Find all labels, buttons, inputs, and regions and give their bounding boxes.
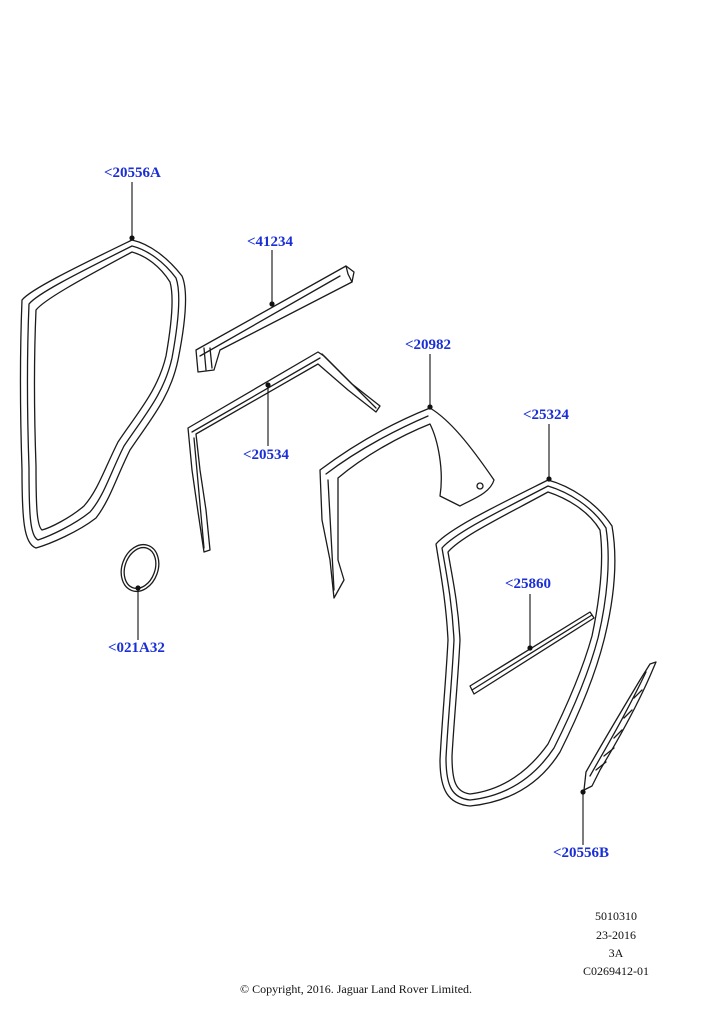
leader-lines: [129, 182, 586, 845]
callout-20556A[interactable]: <20556A: [104, 165, 161, 181]
part-021A32-grommet[interactable]: [115, 539, 165, 596]
drawing-number: 5010310: [595, 909, 637, 923]
part-20556A-seal[interactable]: [19, 239, 187, 549]
part-25860-belt[interactable]: [469, 611, 595, 695]
drawing-revision: 3A: [608, 946, 624, 960]
callout-25860[interactable]: <25860: [505, 576, 552, 592]
callout-20982[interactable]: <20982: [405, 337, 452, 353]
callout-25324[interactable]: <25324: [523, 407, 570, 423]
part-41234-trim[interactable]: [195, 265, 355, 373]
callout-20534[interactable]: <20534: [243, 447, 290, 463]
callout-20556B[interactable]: <20556B: [553, 845, 610, 861]
callout-021A32[interactable]: <021A32: [108, 640, 165, 656]
drawing-code: C0269412-01: [583, 964, 649, 978]
part-20534-glass-run[interactable]: [187, 351, 381, 553]
callout-41234[interactable]: <41234: [247, 234, 294, 250]
copyright-notice: © Copyright, 2016. Jaguar Land Rover Lim…: [239, 982, 473, 996]
part-20556B-pillar[interactable]: [583, 661, 657, 791]
drawing-date: 23-2016: [596, 928, 636, 942]
part-25324-seal[interactable]: [435, 479, 616, 807]
part-20982-frame[interactable]: [319, 407, 495, 599]
